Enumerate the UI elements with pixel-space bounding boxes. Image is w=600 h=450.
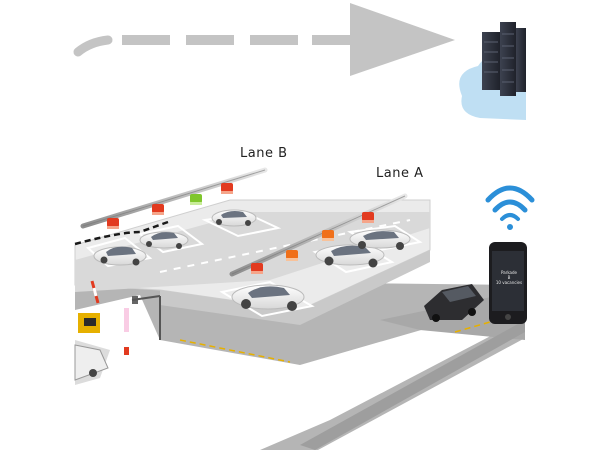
lane-b-label: Lane B: [240, 146, 288, 161]
sensor-rail-lane-a: [229, 193, 408, 277]
phone-screen-text: Parkade B 10 vacancies: [494, 270, 524, 285]
server-rack-icon: [482, 22, 526, 96]
car-icon: [211, 209, 257, 227]
car-icon: [139, 231, 189, 249]
car-icon: [231, 284, 305, 311]
car-icon: [315, 244, 385, 268]
arrow-dash: [186, 35, 234, 45]
car-icon: [93, 246, 147, 266]
arrow-dash: [312, 35, 352, 45]
lane-a-label: Lane A: [376, 166, 424, 181]
smartphone-icon: [489, 242, 527, 324]
arrow-dash: [122, 35, 170, 45]
parked-cars: [93, 209, 411, 311]
phone-line-parkade: Parkade: [500, 270, 518, 275]
car-icon: [349, 229, 411, 250]
car-icon: [74, 344, 109, 381]
parking-lot: [74, 199, 431, 325]
data-flow-arrow: [73, 3, 455, 76]
sensor-rail-lane-b: [80, 167, 268, 229]
arrow-dash: [250, 35, 298, 45]
wifi-icon: [485, 185, 535, 230]
entry-gate: [74, 280, 161, 385]
cloud-server: [459, 22, 526, 120]
phone-line-vacancies: 10 vacancies: [495, 280, 523, 285]
phone-line-b: B: [507, 275, 511, 280]
car-icon: [424, 284, 484, 322]
parking-sensor-icon: [107, 183, 374, 274]
ticket-machine-icon: [78, 313, 100, 333]
arrow-head: [350, 3, 455, 76]
